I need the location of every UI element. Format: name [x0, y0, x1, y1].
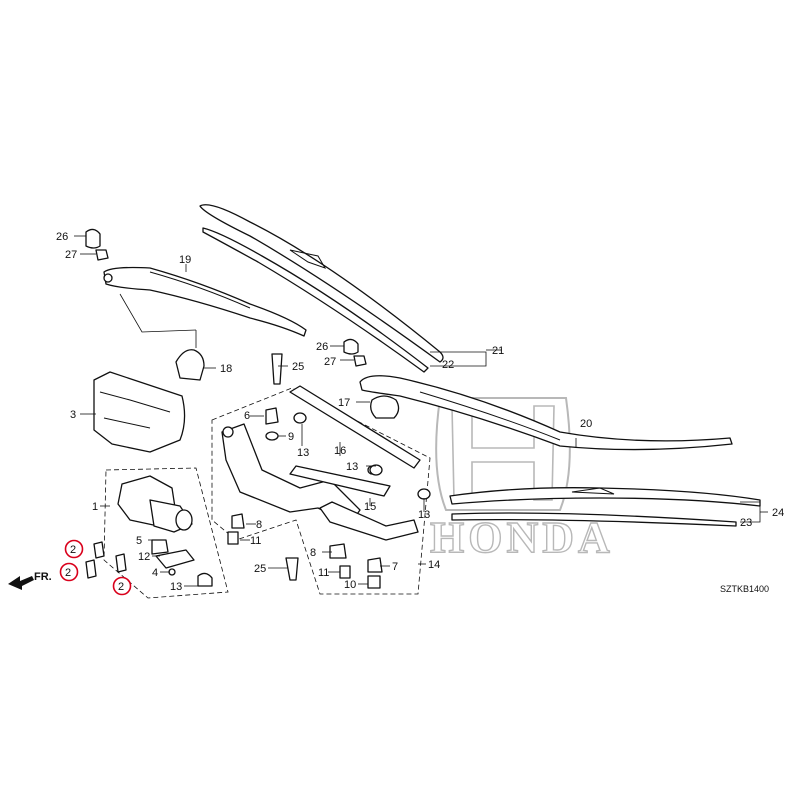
bush-13-b — [369, 464, 383, 476]
callout-6: 6 — [244, 410, 250, 422]
bush-8-b — [329, 543, 347, 559]
front-arrow-icon — [8, 576, 34, 590]
callout-1: 1 — [92, 501, 98, 513]
wiper-motor — [117, 475, 193, 533]
callout-13: 13 — [170, 581, 182, 593]
callout-11: 11 — [318, 567, 329, 579]
callout-7: 7 — [392, 561, 398, 573]
callout-25: 25 — [292, 361, 304, 373]
callout-16: 16 — [334, 445, 346, 457]
callout-22: 22 — [442, 359, 454, 371]
highlight-circle-2b — [59, 562, 79, 582]
callout-labels: 26 27 19 18 26 27 22 21 25 3 17 20 6 9 1… — [56, 231, 784, 594]
passenger-wiper-arm — [359, 375, 733, 451]
arm-nut-passenger — [353, 355, 367, 367]
bush-8-a — [231, 513, 245, 529]
callout-15: 15 — [364, 501, 376, 513]
callout-19: 19 — [179, 254, 191, 266]
driver-wiper-blade — [199, 204, 444, 373]
rubber-mount — [197, 572, 213, 587]
callout-2: 2 — [65, 567, 71, 579]
motor-bolts — [85, 541, 127, 579]
arm-cap — [85, 228, 101, 249]
callout-21: 21 — [492, 345, 504, 357]
motor-assembly-frame — [103, 467, 229, 599]
bush-13-c — [417, 488, 431, 500]
callout-5: 5 — [136, 535, 142, 547]
callout-13: 13 — [297, 447, 309, 459]
callout-3: 3 — [70, 409, 76, 421]
arm-nut — [95, 249, 109, 261]
nut-11-a — [227, 531, 239, 545]
callout-13: 13 — [346, 461, 358, 473]
callout-2: 2 — [70, 544, 76, 556]
callout-18: 18 — [220, 363, 232, 375]
callout-17: 17 — [338, 397, 350, 409]
callout-12: 12 — [138, 551, 150, 563]
callout-26: 26 — [56, 231, 68, 243]
callout-4: 4 — [152, 567, 158, 579]
motor-bracket — [155, 549, 195, 569]
highlight-circle-2a — [64, 539, 84, 559]
washer-9 — [265, 431, 279, 441]
bolt-25-top — [271, 353, 283, 385]
pivot-bush-6 — [265, 407, 279, 425]
callout-20: 20 — [580, 418, 592, 430]
bolt-25-bottom — [285, 557, 299, 581]
nut-11-b — [339, 565, 351, 579]
callout-8: 8 — [256, 519, 262, 531]
callout-11: 11 — [250, 535, 261, 547]
callout-10: 10 — [344, 579, 356, 591]
motor-cover — [93, 371, 186, 453]
front-label: FR. — [34, 571, 52, 583]
callout-14: 14 — [428, 559, 440, 571]
front-direction-indicator: FR. — [8, 571, 52, 590]
callout-27: 27 — [65, 249, 77, 261]
callout-24: 24 — [772, 507, 784, 519]
leader-lines — [74, 235, 577, 587]
callout-26: 26 — [316, 341, 328, 353]
driver-wiper-arm — [103, 266, 307, 337]
bush-7 — [367, 557, 383, 573]
callout-27: 27 — [324, 356, 336, 368]
pivot-cover — [175, 349, 205, 381]
diagram-code: SZTKB1400 — [720, 584, 769, 594]
callout-9: 9 — [288, 431, 294, 443]
passenger-pivot-cover — [370, 395, 400, 419]
callout-8: 8 — [310, 547, 316, 559]
callout-13: 13 — [418, 509, 430, 521]
highlight-circle-2c — [112, 576, 132, 596]
passenger-wiper-blade — [449, 487, 761, 527]
callout-25: 25 — [254, 563, 266, 575]
nut-10 — [367, 575, 381, 589]
callout-23: 23 — [740, 517, 752, 529]
wiper-linkage — [221, 385, 421, 541]
bush-13-a — [293, 412, 307, 424]
arm-cap-passenger — [343, 338, 359, 355]
motor-bush — [151, 539, 169, 555]
callout-2: 2 — [118, 581, 124, 593]
